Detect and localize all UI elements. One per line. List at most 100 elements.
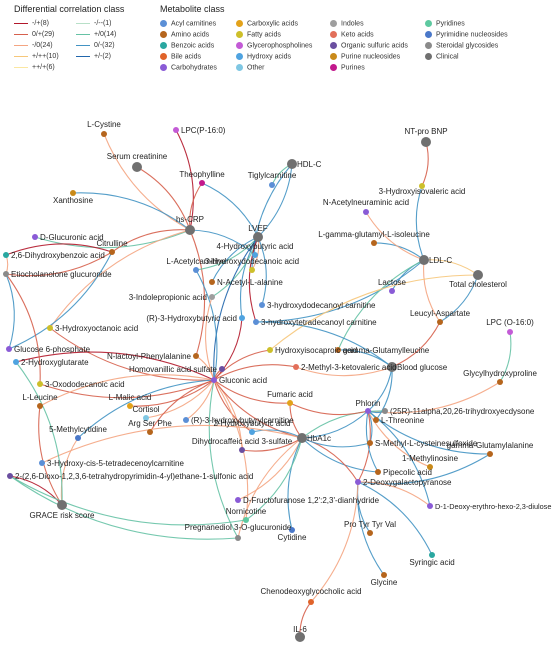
network-node: [75, 435, 81, 441]
node-label: 2-Deoxygalactopyranose: [363, 478, 452, 487]
network-edge: [49, 229, 191, 329]
network-node: [287, 400, 293, 406]
metabolite-legend-item: Bile acids: [160, 53, 201, 60]
network-edge: [111, 229, 191, 253]
network-edge: [357, 481, 433, 556]
node-label: Homovanillic acid sulfate: [129, 365, 218, 374]
network-node: [109, 249, 115, 255]
network-node: [185, 225, 195, 235]
network-edges: [5, 129, 512, 638]
node-label: LVEF: [248, 224, 268, 233]
node-label: 2-Hydroxyglutarate: [21, 358, 89, 367]
network-node: [363, 209, 369, 215]
network-node: [473, 270, 483, 280]
network-edge: [41, 424, 303, 464]
legend-dot-swatch: [236, 42, 243, 49]
legend-label: Organic sulfuric acids: [341, 42, 408, 50]
legend-line-swatch: [14, 22, 28, 24]
legend-label: Clinical: [436, 53, 459, 61]
network-edge: [213, 317, 243, 381]
legend-dot-swatch: [160, 64, 167, 71]
correlation-legend-item: +/0(14): [76, 31, 116, 38]
node-label: L-Threonine: [381, 416, 425, 425]
network-edge: [9, 475, 63, 506]
network-node: [209, 294, 215, 300]
network-edge: [391, 321, 441, 368]
node-label: Glycine: [371, 578, 398, 587]
network-edge: [39, 379, 215, 399]
metabolite-legend-item: Indoles: [330, 20, 364, 27]
metabolite-legend-item: Pyridines: [425, 20, 465, 27]
node-label: Hydroxyisocaproic acid: [275, 346, 357, 355]
legend-dot-swatch: [330, 31, 337, 38]
node-label: LDL-C: [429, 256, 452, 265]
network-edge: [60, 437, 79, 506]
metabolite-legend-item: Carbohydrates: [160, 64, 217, 71]
node-label: 2,6-Dihydroxybenzoic acid: [11, 251, 105, 260]
legend-label: Carboxylic acids: [247, 20, 298, 28]
legend-label: Indoles: [341, 20, 364, 28]
network-edge: [337, 259, 425, 351]
network-node: [239, 315, 245, 321]
node-label: IL-6: [293, 625, 307, 634]
correlation-legend-item: -/--(1): [76, 20, 112, 27]
network-node: [3, 252, 9, 258]
node-label: 3-Hydroxyisovaleric acid: [379, 187, 466, 196]
node-label: LPC (O-16:0): [486, 318, 534, 327]
legend-label: Amino acids: [171, 31, 210, 39]
network-edge: [367, 410, 491, 455]
metabolite-legend-item: Fatty acids: [236, 31, 281, 38]
network-edge: [248, 236, 259, 323]
legend-line-swatch: [76, 22, 90, 24]
node-label: Theophylline: [179, 170, 225, 179]
legend-dot-swatch: [425, 31, 432, 38]
network-edge: [5, 273, 15, 350]
legend-line-swatch: [14, 55, 28, 57]
network-edge: [15, 351, 215, 381]
legend-label: 0/+(29): [32, 31, 55, 38]
correlation-legend-item: +/++(10): [14, 53, 59, 60]
network-node: [427, 503, 433, 509]
network-node: [39, 460, 45, 466]
network-node: [235, 497, 241, 503]
metabolite-legend-item: Purines: [330, 64, 365, 71]
network-edge: [103, 133, 191, 231]
correlation-legend-title: Differential correlation class: [14, 4, 125, 14]
network-node: [6, 346, 12, 352]
network-node: [507, 329, 513, 335]
network-edge: [195, 236, 259, 271]
correlation-legend-item: -/+(8): [14, 20, 49, 27]
network-edge: [357, 481, 431, 507]
network-node: [219, 366, 225, 372]
legend-dot-swatch: [160, 53, 167, 60]
node-label: Pregnanediol 3-O-glucuronide: [185, 523, 292, 532]
node-label: Tiglylcarnitine: [248, 171, 297, 180]
metabolite-legend-item: Amino acids: [160, 31, 209, 38]
network-edge: [72, 192, 191, 231]
network-node: [382, 408, 388, 414]
node-label: Xanthosine: [53, 196, 94, 205]
network-edge: [5, 273, 41, 385]
network-edge: [499, 331, 512, 383]
metabolite-legend-item: Keto acids: [330, 31, 374, 38]
legend-line-swatch: [76, 33, 90, 35]
network-node: [193, 267, 199, 273]
network-edge: [211, 236, 259, 283]
node-label: (R)-3-Hydroxybutyric acid: [146, 314, 237, 323]
node-label: Dihydrocaffeic acid 3-sulfate: [192, 437, 293, 446]
node-label: 1-Methylinosine: [402, 454, 459, 463]
legend-label: Pyridines: [436, 20, 465, 28]
node-label: N-lactoyl-Phenylalanine: [107, 352, 192, 361]
legend-line-swatch: [14, 44, 28, 46]
network-node: [287, 159, 297, 169]
node-label: 2-Methyl-3-ketovaleric acid: [301, 363, 397, 372]
network-edge: [189, 229, 256, 256]
legend-dot-swatch: [330, 42, 337, 49]
correlation-legend-item: ++/+(6): [14, 64, 55, 71]
network-edge: [77, 379, 215, 439]
network-edge: [257, 236, 267, 306]
node-label: Blood glucose: [397, 363, 448, 372]
network-node: [37, 403, 43, 409]
node-label: Pro Tyr Tyr Val: [344, 520, 396, 529]
